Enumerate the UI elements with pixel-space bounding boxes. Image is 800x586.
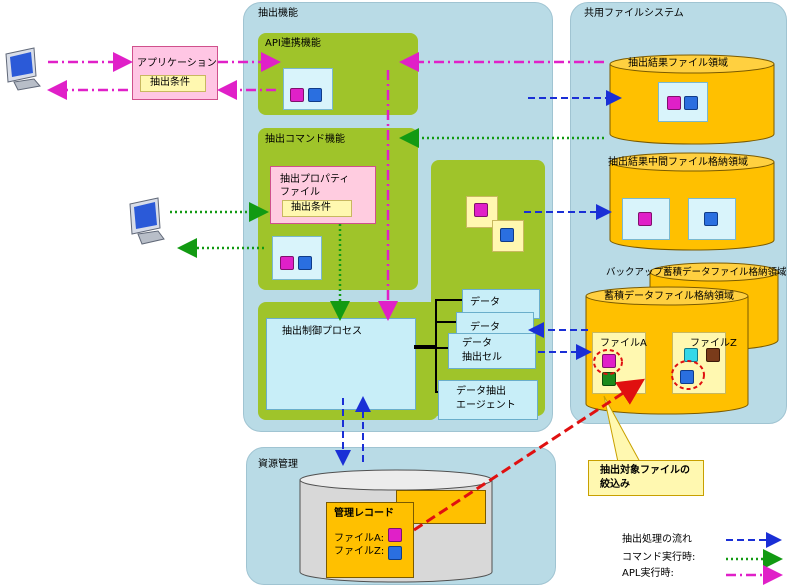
- file-z-label: ファイルZ: [690, 338, 737, 349]
- management-file-a: ファイルA:: [334, 533, 385, 544]
- api-group-title: API連携機能: [265, 38, 321, 49]
- brown-cube-icon: [706, 348, 720, 362]
- data-cell-1-label: データ: [470, 297, 500, 308]
- pink-cube-icon: [602, 354, 616, 368]
- callout-text-1: 抽出対象ファイルの: [600, 465, 690, 476]
- pink-cube-icon: [290, 88, 304, 102]
- pink-cube-icon: [280, 256, 294, 270]
- data-extraction-cell: [448, 333, 536, 369]
- pink-cube-icon: [638, 212, 652, 226]
- pink-cube-icon: [667, 96, 681, 110]
- backup-storage-label: バックアップ蓄積データファイル格納領域: [606, 267, 787, 278]
- file-a-label: ファイルA: [600, 338, 647, 349]
- result-storage-label: 抽出結果ファイル領域: [628, 58, 728, 69]
- accumulated-storage-label: 蓄積データファイル格納領域: [604, 291, 734, 302]
- data-cell-2-label: データ: [470, 322, 500, 333]
- api-condition-note: [140, 75, 206, 92]
- data-extraction-cell-label-2: 抽出セル: [462, 352, 502, 363]
- callout-box: [588, 460, 704, 496]
- legend-command: コマンド実行時:: [622, 552, 696, 563]
- management-record-title: 管理レコード: [334, 508, 394, 519]
- intermediate-file-z: [492, 220, 524, 252]
- control-process: [266, 318, 416, 410]
- intermediate-storage-label: 抽出結果中間ファイル格納領域: [608, 157, 748, 168]
- blue-cube-icon: [704, 212, 718, 226]
- resource-panel-title: 資源管理: [258, 459, 298, 470]
- api-condition-label: 抽出条件: [150, 77, 190, 88]
- management-file-z: ファイルZ:: [334, 546, 385, 557]
- blue-cube-icon: [500, 228, 514, 242]
- property-file-label-2: ファイル: [280, 187, 320, 198]
- data-agent: [438, 380, 538, 420]
- callout-text-2: 絞込み: [600, 479, 630, 490]
- command-condition-note: [282, 200, 352, 217]
- blue-cube-icon: [684, 96, 698, 110]
- legend-flow: 抽出処理の流れ: [622, 534, 692, 545]
- blue-cube-icon: [308, 88, 322, 102]
- blue-cube-icon: [298, 256, 312, 270]
- result-file-icon: [658, 82, 708, 122]
- blue-cube-icon: [388, 546, 402, 560]
- shared-fs-title: 共用ファイルシステム: [584, 8, 684, 19]
- control-process-label: 抽出制御プロセス: [282, 326, 362, 337]
- pink-cube-icon: [388, 528, 402, 542]
- computer-monitor-icon: [129, 197, 165, 245]
- data-agent-label-2: エージェント: [456, 400, 516, 411]
- legend-api: APL実行時:: [622, 568, 674, 579]
- data-agent-label-1: データ抽出: [456, 386, 506, 397]
- pink-cube-icon: [474, 203, 488, 217]
- extraction-panel-title: 抽出機能: [258, 8, 298, 19]
- property-file-label-1: 抽出プロパティ: [280, 174, 350, 185]
- data-extraction-cell-label-1: データ: [462, 338, 492, 349]
- computer-monitor-icon: [5, 47, 41, 91]
- command-condition-label: 抽出条件: [291, 202, 331, 213]
- blue-cube-icon: [680, 370, 694, 384]
- command-group-title: 抽出コマンド機能: [265, 134, 345, 145]
- application-label: アプリケーション: [137, 58, 217, 69]
